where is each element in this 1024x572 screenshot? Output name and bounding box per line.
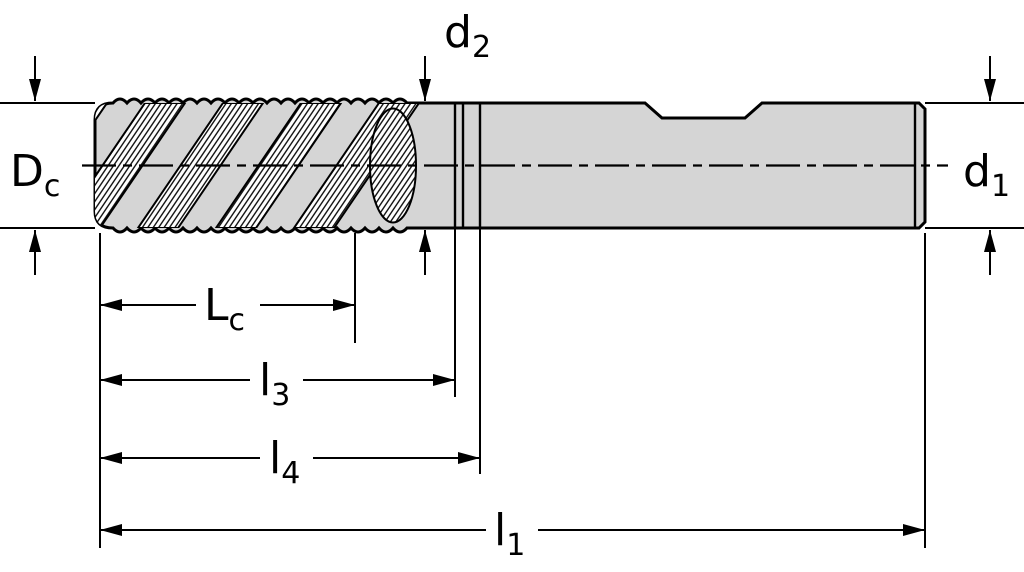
label-overall-length: l1 [494, 505, 525, 563]
label-neck-diameter: d2 [444, 7, 491, 65]
dim-neck-diameter: d2 [419, 7, 491, 275]
label-shank-diameter: d1 [963, 146, 1010, 204]
flute-band [95, 103, 187, 228]
dim-cutting-length: Lc [100, 280, 355, 338]
dim-shank-diameter: d1 [925, 56, 1024, 275]
dim-length-l4: l4 [100, 433, 480, 491]
label-length-l4: l4 [269, 433, 300, 491]
dim-length-l3: l3 [100, 355, 455, 413]
dim-cutting-diameter: Dc [0, 56, 95, 275]
label-cutting-length: Lc [204, 280, 245, 338]
dim-overall-length: l1 [100, 505, 925, 563]
label-cutting-diameter: Dc [10, 146, 60, 204]
label-length-l3: l3 [259, 355, 290, 413]
